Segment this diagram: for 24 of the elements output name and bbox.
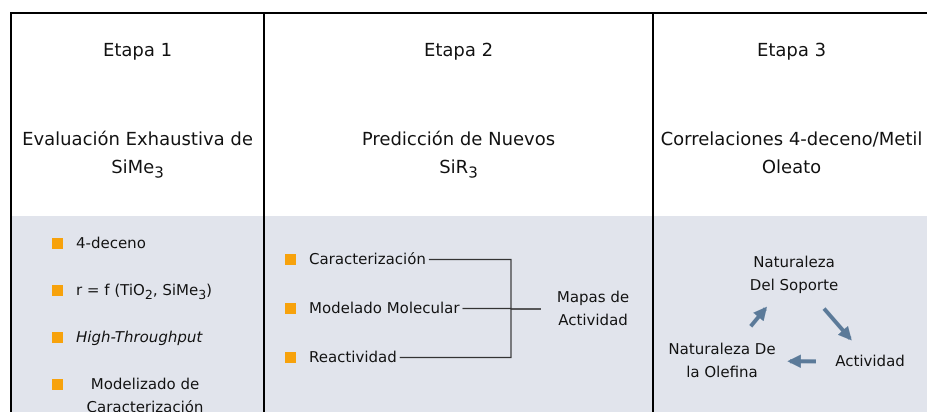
list-item: Reactividad bbox=[309, 346, 397, 369]
column-heading: Etapa 3 bbox=[756, 40, 828, 61]
column-subtitle: Correlaciones 4-deceno/Metil Oleato bbox=[660, 128, 924, 180]
column-heading: Etapa 1 bbox=[102, 40, 174, 61]
stage-column bbox=[652, 12, 927, 412]
column-subtitle: Predicción de Nuevos SiR$_{3}$ bbox=[360, 128, 556, 184]
list-item: r = f (TiO$_{2}$, SiMe$_{3}$) bbox=[76, 280, 212, 304]
stage-column bbox=[263, 12, 652, 412]
stage-column bbox=[10, 12, 263, 412]
list-item: Modelado Molecular bbox=[309, 297, 460, 320]
arrow bbox=[822, 307, 852, 340]
node-label: Mapas de Actividad bbox=[545, 286, 641, 332]
arrow bbox=[749, 306, 768, 328]
arrow bbox=[787, 354, 816, 368]
list-item: 4-deceno bbox=[76, 233, 146, 254]
column-subtitle: Evaluación Exhaustiva de SiMe$_{3}$ bbox=[21, 128, 254, 184]
node-label: Actividad bbox=[830, 350, 910, 373]
node-label: Naturaleza Del Soporte bbox=[740, 251, 848, 297]
bracket-connector bbox=[400, 308, 541, 358]
list-item: Modelizado de Caracterización bbox=[86, 374, 204, 412]
node-label: Naturaleza De la Olefina bbox=[668, 338, 776, 384]
column-heading: Etapa 2 bbox=[422, 40, 494, 61]
list-item: Caracterización bbox=[309, 248, 426, 271]
list-item: High-Throughput bbox=[76, 327, 202, 348]
